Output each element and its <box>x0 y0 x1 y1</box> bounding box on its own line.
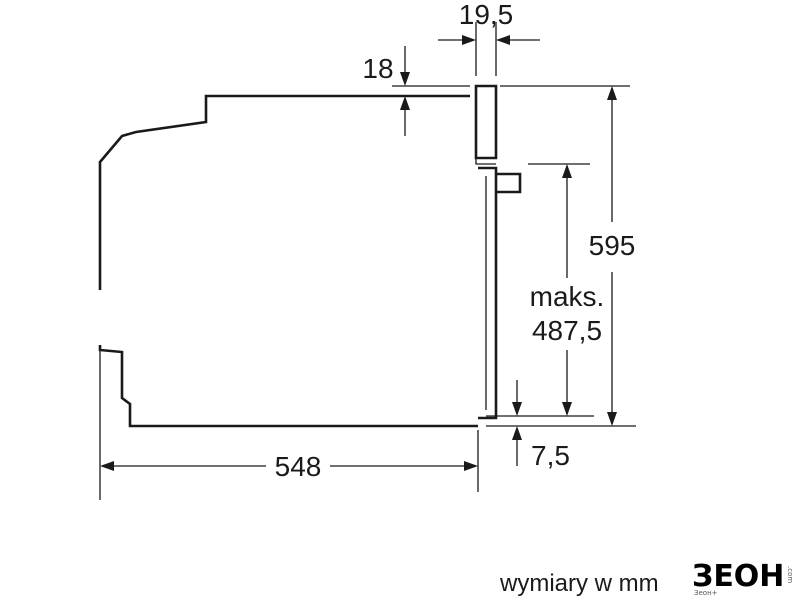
dim-max-label-line2: 487,5 <box>532 315 602 346</box>
store-logo-text: ЗЕОН <box>692 559 784 594</box>
dim-height: 595 <box>500 85 636 426</box>
oven-knob <box>496 172 522 194</box>
units-caption: wymiary w mm <box>499 570 659 597</box>
oven-door-lower-panel <box>478 166 498 420</box>
dim-height-label: 595 <box>589 230 636 261</box>
oven-door-step <box>475 158 496 165</box>
store-logo: ЗЕОН Зеон+ .com <box>690 556 794 597</box>
store-logo-vertical-text: .com <box>786 566 794 583</box>
dim-door-thickness-label: 19,5 <box>459 0 514 30</box>
dim-max-label-line1: maks. <box>530 281 605 312</box>
store-logo-subtext: Зеон+ <box>694 589 718 597</box>
dim-top-gap-label: 18 <box>362 53 393 84</box>
dim-depth: 548 <box>99 350 479 500</box>
oven-body-outline <box>98 94 478 428</box>
dim-bottom-gap: 7,5 <box>486 380 636 471</box>
oven-door <box>474 84 522 420</box>
dim-door-thickness: 19,5 <box>438 0 540 76</box>
oven-body <box>98 94 478 428</box>
dim-depth-label: 548 <box>275 451 322 482</box>
dim-top-gap: 18 <box>362 46 470 136</box>
oven-door-top-panel <box>474 84 498 160</box>
dim-bottom-gap-label: 7,5 <box>531 440 570 471</box>
dim-max-height: maks. 487,5 <box>528 163 605 416</box>
